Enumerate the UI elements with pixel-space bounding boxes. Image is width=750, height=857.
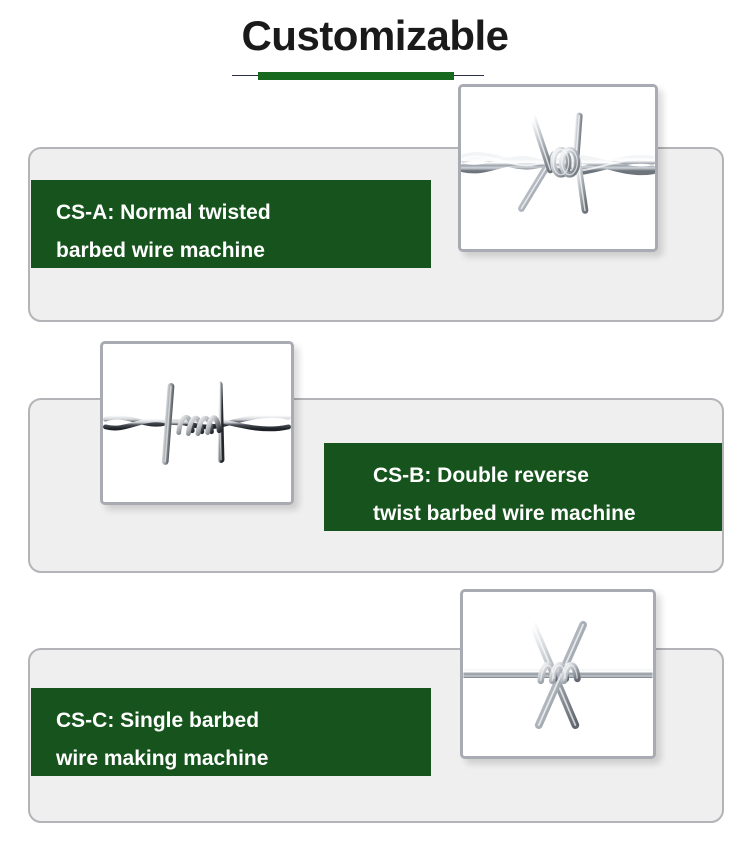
single-barbed-wire-photo[interactable]	[460, 589, 656, 759]
product-label-line-2: barbed wire machine	[56, 239, 265, 262]
product-label-line-1: CS-C: Single barbed	[56, 709, 260, 732]
title-divider	[232, 72, 484, 80]
product-label-line-1: CS-B: Double reverse	[373, 464, 589, 487]
product-label-line-2: twist barbed wire machine	[373, 502, 636, 525]
normal-twisted-barbed-wire-photo[interactable]	[458, 84, 658, 252]
barbed-wire-illustration	[103, 344, 291, 502]
product-label-cs-c: CS-C: Single barbed wire making machine	[31, 688, 431, 776]
page-title: Customizable	[241, 12, 509, 59]
double-reverse-twist-barbed-wire-photo[interactable]	[100, 341, 294, 505]
barbed-wire-illustration	[463, 592, 653, 756]
barbed-wire-illustration	[461, 87, 655, 249]
product-label-cs-a: CS-A: Normal twisted barbed wire machine	[31, 180, 431, 268]
divider-accent-bar	[258, 72, 454, 80]
product-label-cs-b: CS-B: Double reverse twist barbed wire m…	[324, 443, 722, 531]
page-header: Customizable	[0, 0, 750, 62]
product-label-line-1: CS-A: Normal twisted	[56, 201, 271, 224]
product-label-line-2: wire making machine	[56, 747, 269, 770]
